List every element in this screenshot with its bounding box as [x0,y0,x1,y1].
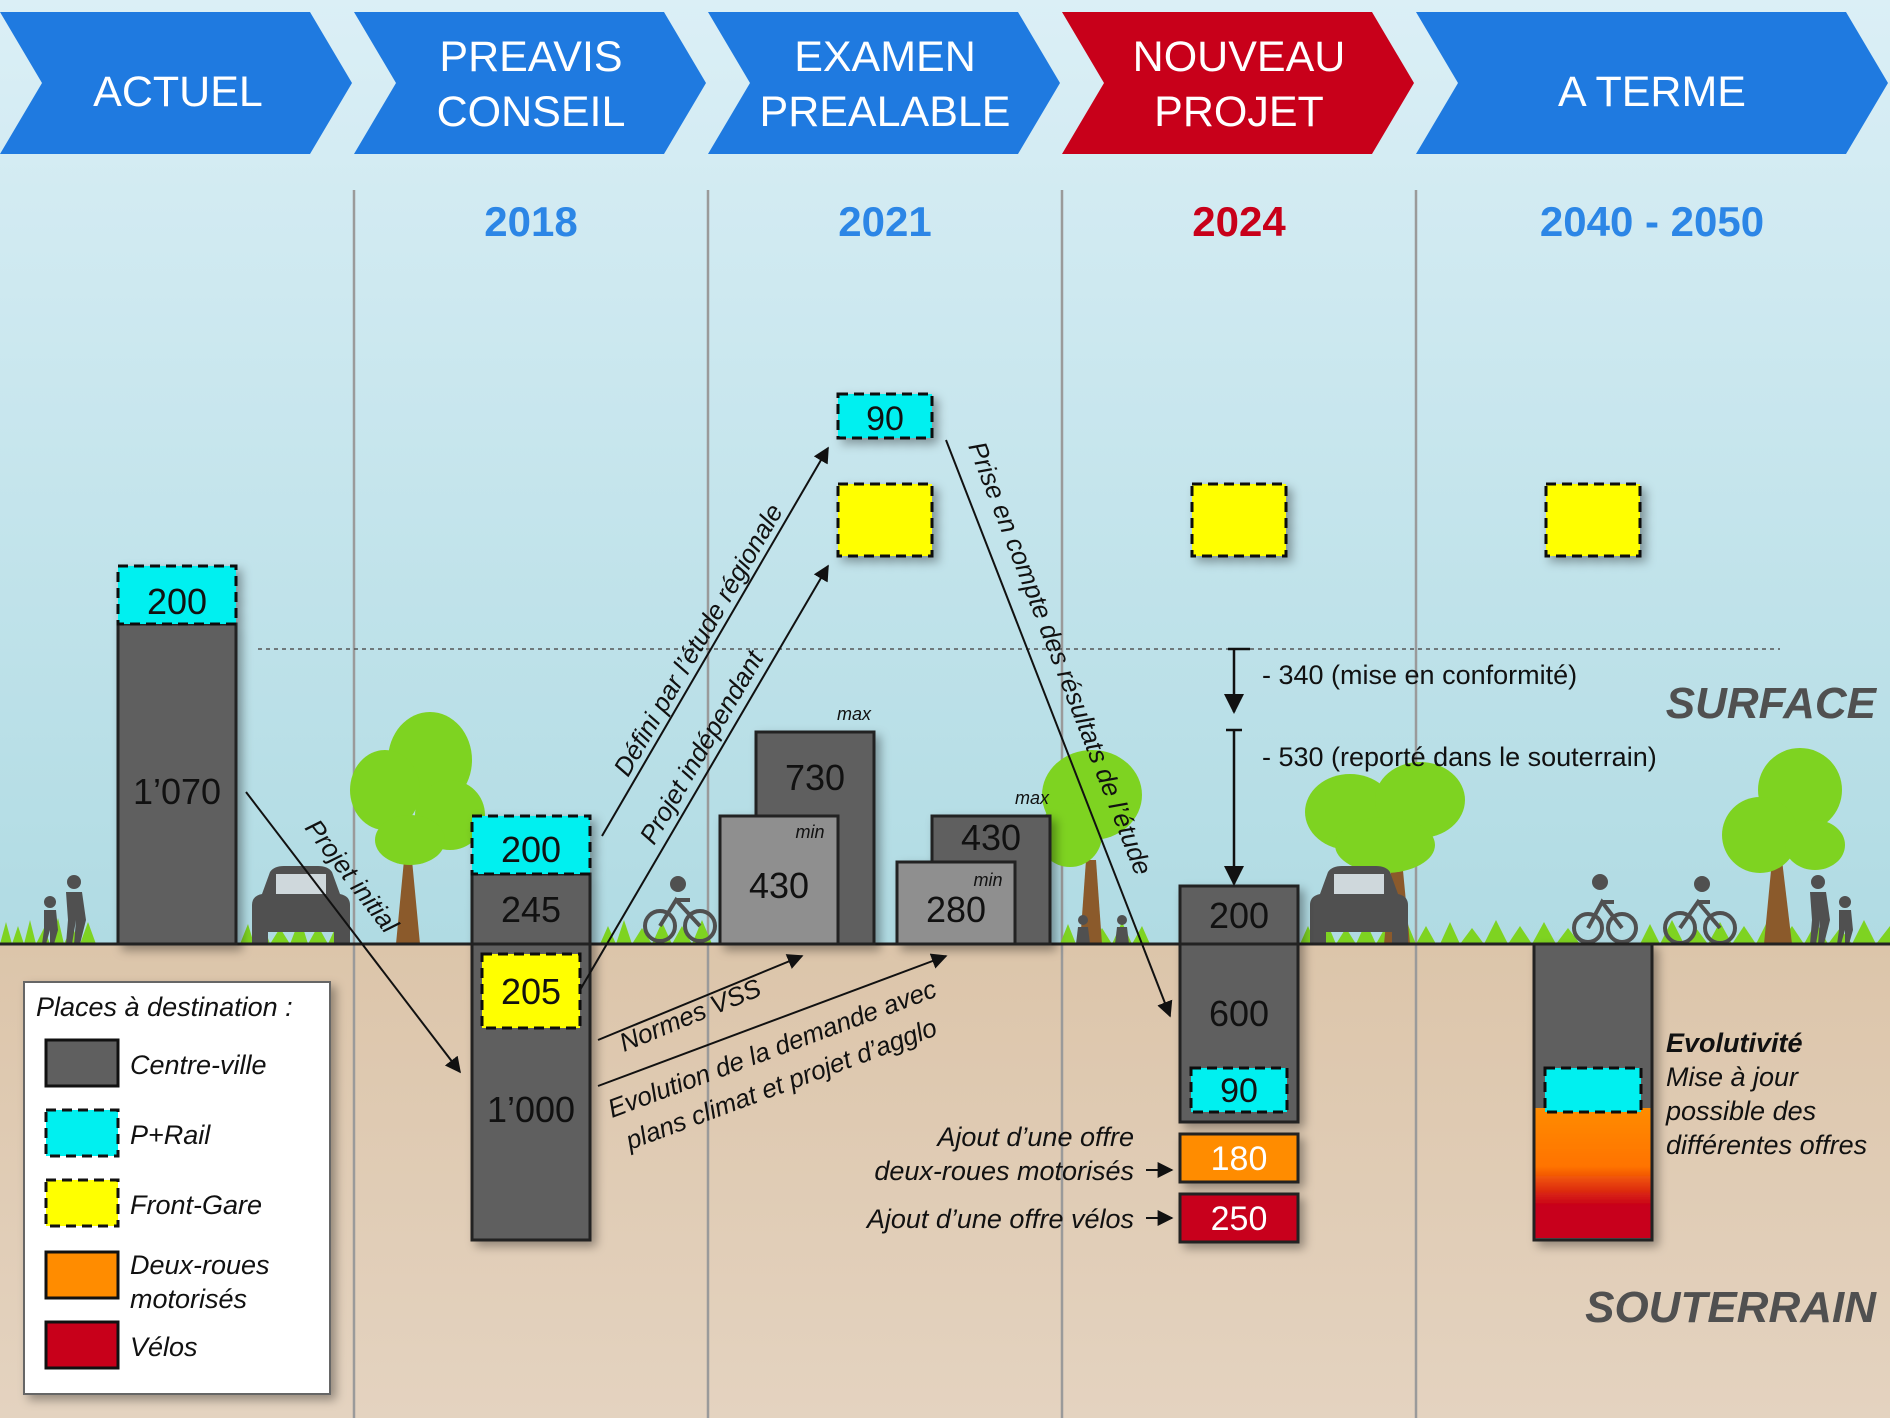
preavis-front-gare-block [480,952,582,1030]
sky-background [0,0,1890,944]
preavis-p-rail-value: 200 [501,829,561,870]
ajout-velos: Ajout d’une offre vélos [865,1204,1134,1234]
projet-p-rail-value: 90 [1220,1072,1258,1110]
cyclist-icon [1572,874,1638,944]
phase-chevron-examen [708,12,1060,154]
examen-min-left-value: 430 [749,865,809,906]
projet-deux-roues-block [1178,1132,1300,1184]
phase-label-actuel: ACTUEL [93,68,263,116]
legend-label-centre-ville: Centre-ville [130,1050,267,1080]
ajout-deux-roues-line-1: Ajout d’une offre [935,1122,1134,1152]
zone-label-souterrain: SOUTERRAIN [1585,1283,1877,1332]
evolutivite-line-3: différentes offres [1666,1130,1867,1160]
legend: Places à destination : Centre-ville P+Ra… [23,981,331,1395]
legend-label-deux-roues-2: motorisés [130,1284,247,1314]
phase-chevron-actuel [0,12,352,154]
projet-column [1178,482,1300,1244]
projet-velos-value: 250 [1211,1200,1268,1238]
year-2024: 2024 [1192,198,1286,245]
legend-label-p-rail: P+Rail [130,1120,211,1150]
cyclist-icon [643,876,717,943]
tree-icon [350,712,485,944]
a-terme-evolution-gradient [1535,1108,1651,1238]
a-terme-p-rail-block [1543,1066,1643,1114]
actuel-p-rail-block [116,564,238,626]
preavis-centre-souterrain-value: 1’000 [487,1089,575,1130]
pedestrians-icon [1076,915,1129,944]
legend-swatch-centre-ville [44,1038,120,1088]
ajout-deux-roues-line-2: deux-roues motorisés [874,1156,1134,1186]
phase-chevron-a-terme [1416,12,1888,154]
phase-chevrons [0,12,1888,154]
pedestrians-icon [42,875,86,944]
preavis-centre-surface-value: 245 [501,889,561,930]
evolutivite-title: Evolutivité [1666,1028,1803,1058]
examen-min-right-value: 280 [926,889,986,930]
zone-label-surface: SURFACE [1666,679,1878,728]
phase-chevron-preavis [354,12,706,154]
preavis-front-gare-value: 205 [501,971,561,1012]
phase-chevron-nouveau-projet [1062,12,1414,154]
examen-max-left-value: 730 [785,757,845,798]
projet-souterrain-value: 600 [1209,993,1269,1034]
legend-swatch-deux-roues [44,1250,120,1300]
projet-deux-roues-value: 180 [1211,1140,1268,1178]
year-2040-2050: 2040 - 2050 [1540,198,1764,245]
evolutivite-line-2: possible des [1665,1096,1816,1126]
phase-label-preavis-2: CONSEIL [437,88,626,136]
legend-label-velos: Vélos [130,1332,198,1362]
phase-label-examen-1: EXAMEN [794,33,976,81]
projet-p-rail-block [1189,1066,1289,1114]
examen-p-rail-value: 90 [866,400,904,438]
cyclist-icon [1663,876,1737,945]
examen-min-left-tag: min [795,822,824,842]
legend-label-deux-roues-1: Deux-roues [130,1250,270,1280]
projet-surface-value: 200 [1209,895,1269,936]
phase-label-projet-2: PROJET [1154,88,1324,136]
actuel-centre-value: 1’070 [133,771,221,812]
actuel-p-rail-value: 200 [147,581,207,622]
examen-min-bar-left [718,814,840,946]
actuel-column [116,564,238,946]
year-2021: 2021 [838,198,931,245]
legend-swatch-p-rail [44,1108,120,1158]
year-2018: 2018 [484,198,577,245]
tree-icon [1722,748,1845,944]
projet-velos-block [1178,1192,1300,1244]
projet-front-gare-block [1190,482,1288,558]
flow-arrows [245,439,1173,1087]
examen-p-rail-block [836,392,934,440]
pedestrians-icon [1810,875,1853,944]
examen-front-gare-block [836,482,934,558]
reduction-conformite: - 340 (mise en conformité) [1262,660,1577,690]
reduction-souterrain: - 530 (reporté dans le souterrain) [1262,742,1657,772]
examen-max-left-tag: max [837,704,872,724]
reduction-arrows [1224,647,1250,886]
preavis-p-rail-block [470,814,592,876]
phase-label-preavis-1: PREAVIS [439,33,622,81]
legend-swatch-front-gare [44,1178,120,1228]
legend-swatch-velos [44,1320,120,1370]
a-terme-front-gare-block [1544,482,1642,558]
phase-label-a-terme: A TERME [1558,68,1746,116]
a-terme-column [1532,482,1654,1242]
examen-max-right-value: 430 [961,817,1021,858]
legend-label-front-gare: Front-Gare [130,1190,262,1220]
car-icon [1310,866,1408,944]
actuel-centre-ville-bar [116,622,238,946]
legend-title: Places à destination : [36,992,293,1022]
examen-max-right-tag: max [1015,788,1050,808]
phase-label-examen-2: PREALABLE [760,88,1011,136]
examen-column [718,392,1052,946]
evolutivite-line-1: Mise à jour [1666,1062,1799,1092]
phase-label-projet-1: NOUVEAU [1133,33,1346,81]
examen-min-bar-right [895,860,1017,946]
examen-min-right-tag: min [973,870,1002,890]
ajout-arrows [1146,1162,1174,1226]
preavis-column [470,814,592,1242]
